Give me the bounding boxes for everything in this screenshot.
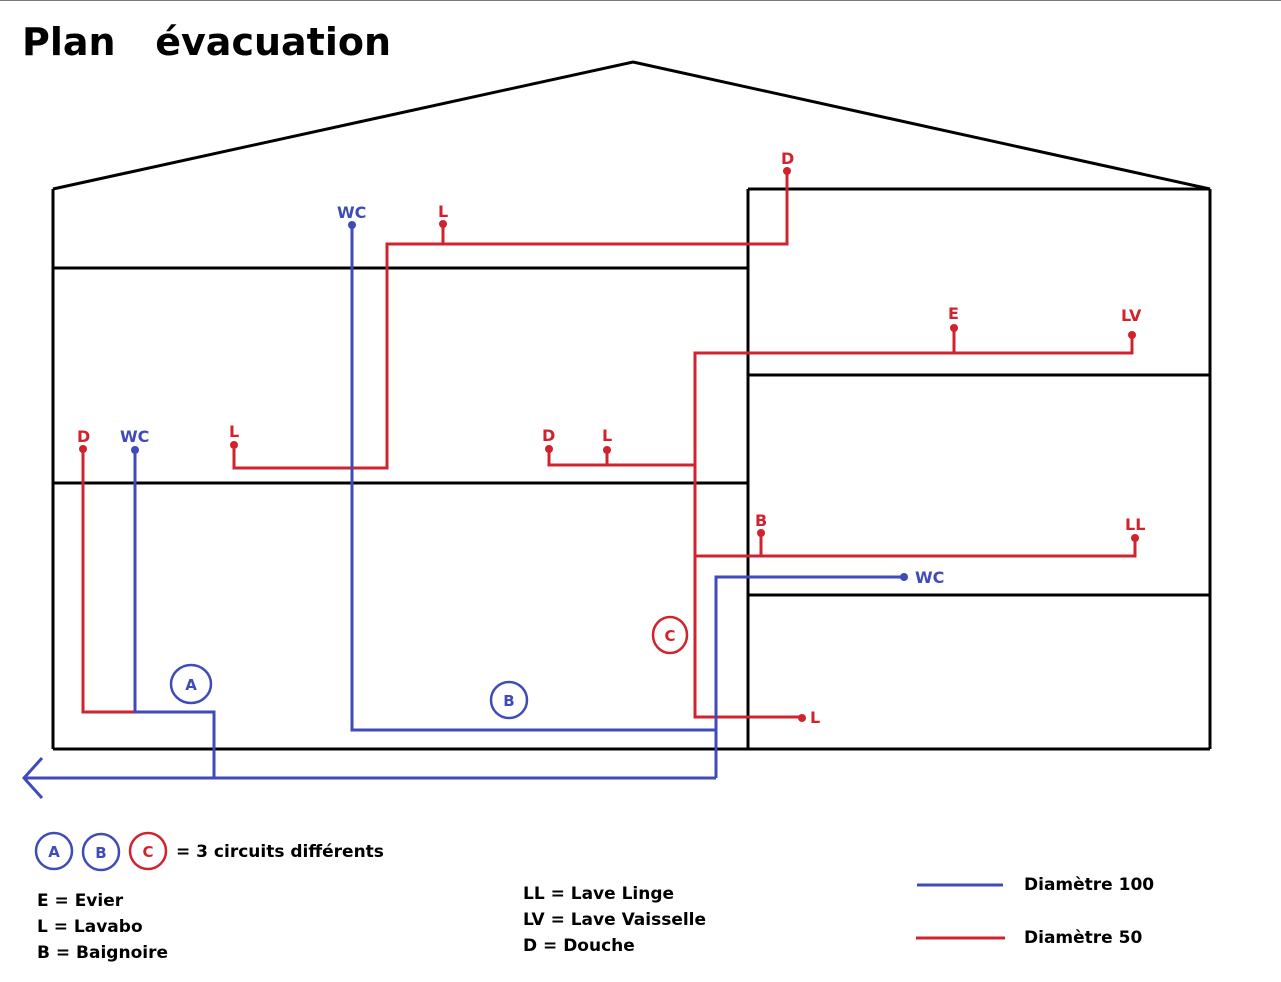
pipe-a-douche xyxy=(81,449,135,714)
fixture-dot xyxy=(798,714,806,722)
top-border xyxy=(0,0,1281,1)
fixture-dot xyxy=(757,529,765,537)
outlet-arrow-icon xyxy=(21,756,44,800)
legend-circuit-c: C xyxy=(142,843,153,861)
legend-abbr-douche: D = Douche xyxy=(523,936,635,956)
fixture-label-lavabo: L xyxy=(438,202,448,221)
fixture-label-douche: D xyxy=(781,149,794,168)
fixture-label-lave-linge: LL xyxy=(1125,515,1145,534)
legend-abbr-evier: E = Evier xyxy=(37,891,124,911)
house-structure xyxy=(51,60,1212,751)
fixture-dot xyxy=(783,167,791,175)
circuit-ab-pipes xyxy=(21,225,904,800)
pipe-b-wc xyxy=(350,225,716,732)
circuit-c-marker: C xyxy=(651,615,689,655)
page-title: Plan évacuation xyxy=(22,20,391,64)
legend-diam100-label: Diamètre 100 xyxy=(1024,875,1154,895)
legend-abbreviations-left: E = Evier L = Lavabo B = Baignoire xyxy=(37,891,168,963)
legend-diameters: Diamètre 100 Diamètre 50 xyxy=(916,875,1154,948)
legend-abbr-lavabo: L = Lavabo xyxy=(37,917,143,937)
fixture-dot xyxy=(950,324,958,332)
pipe-top-d-l xyxy=(232,171,789,470)
legend-circuits-text: = 3 circuits différents xyxy=(176,842,384,862)
fixture-dot xyxy=(348,221,356,229)
circuit-c-label: C xyxy=(664,627,675,645)
legend-circuit-b: B xyxy=(95,844,106,862)
fixture-dot xyxy=(439,220,447,228)
pipe-c-main xyxy=(693,335,1134,719)
pipe-b-ll xyxy=(695,538,1137,558)
fixture-dot xyxy=(79,445,87,453)
pipe-mid-d-l xyxy=(547,449,695,467)
fixture-label-baignoire: B xyxy=(755,511,767,530)
legend-circuit-a: A xyxy=(48,843,60,861)
fixture-dot xyxy=(900,573,908,581)
circuit-a-label: A xyxy=(185,676,197,694)
circuit-a-marker: A xyxy=(169,663,213,705)
circuit-c-pipes xyxy=(81,171,1137,719)
fixture-dot xyxy=(230,441,238,449)
fixture-dot xyxy=(1131,534,1139,542)
pipe-right-wc xyxy=(714,575,904,778)
legend-abbreviations-right: LL = Lave Linge LV = Lave Vaisselle D = … xyxy=(523,884,706,956)
fixture-dot xyxy=(131,446,139,454)
fixture-dot xyxy=(603,446,611,454)
fixture-label-lavabo: L xyxy=(229,422,239,441)
fixture-label-wc: WC xyxy=(337,203,366,222)
fixture-label-lave-vaisselle: LV xyxy=(1121,306,1142,325)
fixture-label-evier: E xyxy=(948,304,959,323)
pipe-a-wc xyxy=(133,450,216,778)
fixture-label-douche: D xyxy=(77,427,90,446)
circuit-b-label: B xyxy=(503,692,514,710)
fixture-dot xyxy=(1128,331,1136,339)
fixture-label-wc: WC xyxy=(915,568,944,587)
fixture-labels: D L WC E LV D WC L D L B LL WC L xyxy=(77,149,1145,727)
fixture-dot xyxy=(545,445,553,453)
circuit-b-marker: B xyxy=(489,680,529,720)
roof xyxy=(52,60,1211,191)
fixture-label-lavabo: L xyxy=(810,708,820,727)
fixture-label-lavabo: L xyxy=(602,426,612,445)
legend-abbr-lave-vaisselle: LV = Lave Vaisselle xyxy=(523,910,706,930)
fixture-label-wc: WC xyxy=(120,427,149,446)
fixture-label-douche: D xyxy=(542,426,555,445)
legend-diam50-label: Diamètre 50 xyxy=(1024,928,1142,948)
legend-abbr-baignoire: B = Baignoire xyxy=(37,943,168,963)
legend-circuits: A B C = 3 circuits différents xyxy=(34,831,384,872)
fixture-dots xyxy=(79,167,1139,722)
legend-abbr-lave-linge: LL = Lave Linge xyxy=(523,884,674,904)
legend: A B C = 3 circuits différents E = Evier … xyxy=(34,831,1154,963)
circuit-markers: A B C xyxy=(169,615,689,720)
